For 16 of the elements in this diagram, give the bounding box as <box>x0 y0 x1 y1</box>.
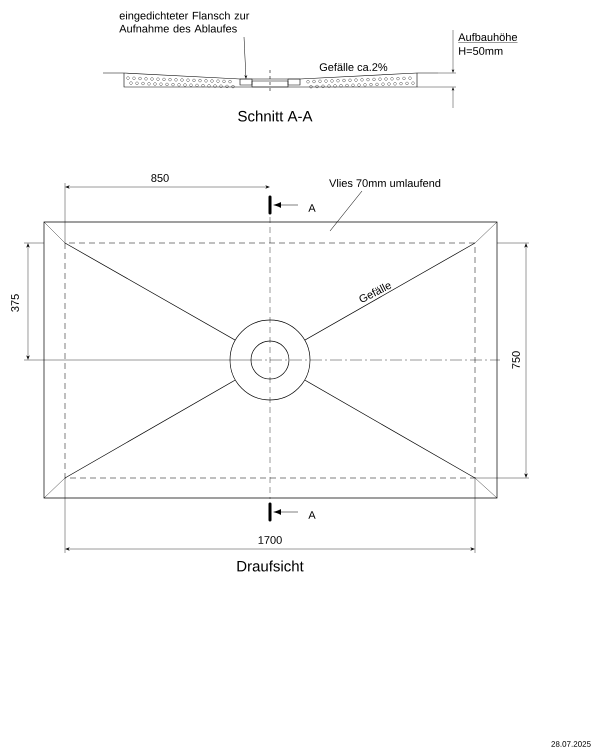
section-letter: A <box>308 511 316 519</box>
section-letter: A <box>308 204 316 212</box>
dimension-text: 375 <box>11 294 19 312</box>
date-text: 28.07.2025 <box>551 741 591 747</box>
dimension-text: 1700 <box>258 536 282 544</box>
leader-line <box>244 36 248 79</box>
view-title: Draufsicht <box>237 560 304 572</box>
dimension-text: 850 <box>151 174 169 182</box>
annotation-text: eingedichteter Flansch zur Aufnahme des Ablaufes <box>119 11 250 33</box>
dimension-text: H=50mm <box>459 47 502 55</box>
leader-line <box>330 190 362 232</box>
annotation-text: Vlies 70mm umlaufend <box>329 178 440 188</box>
slope-text: Gefälle ca.2% <box>320 62 388 72</box>
heading-text: Aufbauhöhe <box>458 32 518 43</box>
view-title: Schnitt A-A <box>238 110 312 122</box>
dimension-text: 750 <box>512 351 520 369</box>
